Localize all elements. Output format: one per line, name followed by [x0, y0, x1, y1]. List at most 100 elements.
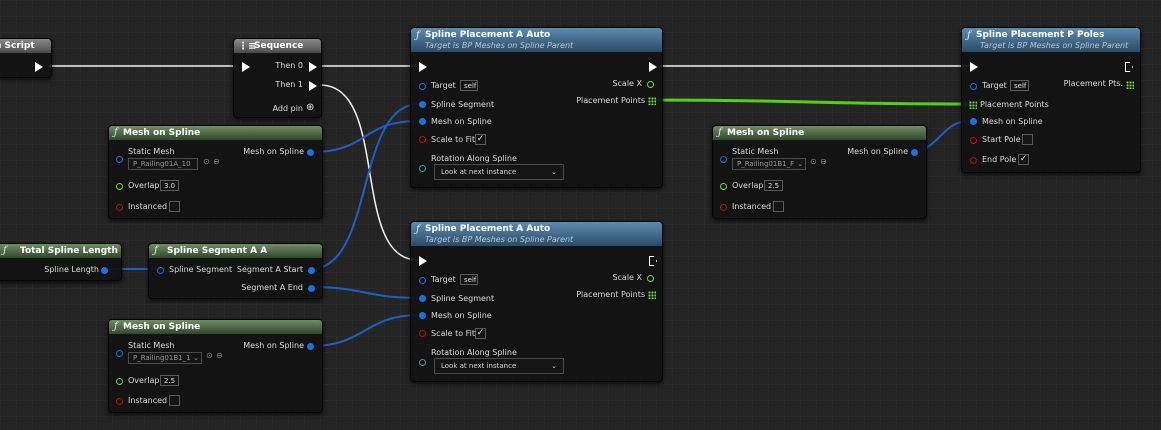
placement-1-scale-x-pin[interactable]: [647, 81, 654, 88]
sequence-add-pin-label[interactable]: Add pin: [272, 104, 303, 113]
spline-placement-poles-node[interactable]: ƒ Spline Placement P Poles Target is BP …: [961, 27, 1141, 173]
placement-1-rotation-pin[interactable]: [419, 165, 426, 172]
placement-2-header: ƒ Spline Placement A Auto Target is BP M…: [411, 222, 662, 246]
placement-2-scale-fit-pin[interactable]: [419, 330, 426, 337]
placement-2-scale-x-pin[interactable]: [647, 275, 654, 282]
mesh-a-instanced-pin[interactable]: [116, 204, 123, 211]
poles-points-in-label: Placement Points: [980, 100, 1049, 109]
mesh-a-output-label: Mesh on Spline: [243, 147, 304, 156]
placement-2-mesh-pin[interactable]: [419, 312, 426, 319]
mesh-a-output-pin[interactable]: [307, 149, 314, 156]
mesh-a-instanced-label: Instanced: [128, 202, 168, 211]
spline-placement-node-1[interactable]: ƒ Spline Placement A Auto Target is BP M…: [410, 27, 663, 188]
spline-segment-node[interactable]: ƒ Spline Segment A A Spline Segment Segm…: [148, 243, 323, 299]
placement-1-mesh-pin[interactable]: [419, 118, 426, 125]
placement-2-rotation-select[interactable]: Look at next instance⌄: [434, 358, 564, 374]
placement-1-rotation-select[interactable]: Look at next instance⌄: [434, 164, 564, 180]
sequence-then0-pin[interactable]: [309, 62, 317, 72]
placement-1-target-pin[interactable]: [419, 83, 426, 90]
placement-2-rotation-pin[interactable]: [419, 359, 426, 366]
mesh-c-output-pin[interactable]: [911, 149, 918, 156]
placement-1-exec-out-pin[interactable]: [649, 62, 657, 72]
poles-points-in-pin[interactable]: [969, 101, 977, 109]
mesh-b-static-mesh-pin[interactable]: [116, 350, 123, 357]
spline-placement-node-2[interactable]: ƒ Spline Placement A Auto Target is BP M…: [410, 221, 663, 382]
segment-start-pin[interactable]: [308, 267, 315, 274]
poles-end-pole-checkbox[interactable]: ✓: [1018, 154, 1029, 165]
mesh-b-static-mesh-select[interactable]: P_Railing01B1_1⌄: [128, 352, 202, 364]
placement-1-scale-fit-checkbox[interactable]: ✓: [475, 134, 486, 145]
placement-2-exec-out-pin[interactable]: [649, 256, 657, 266]
sequence-exec-in-pin[interactable]: [242, 62, 250, 72]
mesh-c-static-mesh-pin[interactable]: [720, 156, 727, 163]
placement-2-scale-fit-checkbox[interactable]: ✓: [475, 328, 486, 339]
segment-input-pin[interactable]: [157, 267, 164, 274]
mesh-c-clear-icon[interactable]: ⊖: [820, 157, 827, 166]
mesh-on-spline-node-a[interactable]: ƒ Mesh on Spline Static Mesh P_Railing01…: [108, 125, 323, 219]
function-icon: ƒ: [967, 30, 971, 41]
construction-script-title: n Script: [0, 41, 35, 51]
mesh-c-overlap-pin[interactable]: [720, 183, 727, 190]
mesh-b-overlap-pin[interactable]: [116, 378, 123, 385]
poles-mesh-pin[interactable]: [970, 118, 977, 125]
mesh-a-clear-icon[interactable]: ⊖: [213, 157, 220, 166]
object-wire-meshA-to-placement1: [310, 120, 420, 153]
mesh-c-overlap-input[interactable]: 2.5: [764, 180, 783, 191]
poles-end-pole-pin[interactable]: [970, 157, 977, 164]
mesh-c-static-mesh-value: P_Railing01B1_F: [737, 160, 795, 168]
mesh-b-browse-icon[interactable]: ⊙: [206, 351, 213, 360]
mesh-a-overlap-input[interactable]: 3.0: [160, 180, 179, 191]
mesh-b-instanced-checkbox[interactable]: [169, 395, 180, 406]
mesh-c-instanced-label: Instanced: [732, 202, 772, 211]
poles-start-pole-label: Start Pole: [982, 135, 1021, 144]
mesh-a-overlap-pin[interactable]: [116, 183, 123, 190]
placement-2-segment-pin[interactable]: [419, 295, 426, 302]
mesh-b-output-pin[interactable]: [307, 343, 314, 350]
placement-1-segment-pin[interactable]: [419, 101, 426, 108]
poles-start-pole-checkbox[interactable]: [1022, 134, 1033, 145]
add-pin-icon[interactable]: ⊕: [306, 102, 315, 113]
object-wire-segstart-to-placement1: [310, 103, 420, 270]
mesh-a-static-mesh-pin[interactable]: [116, 156, 123, 163]
mesh-c-instanced-pin[interactable]: [720, 204, 727, 211]
mesh-on-spline-node-b[interactable]: ƒ Mesh on Spline Static Mesh P_Railing01…: [108, 319, 323, 413]
mesh-a-static-mesh-value: P_Railing01A_10: [133, 160, 191, 168]
total-spline-length-node[interactable]: ƒ Total Spline Length Spline Length: [0, 243, 122, 281]
object-wire-meshB-to-placement2: [310, 314, 420, 347]
poles-points-out-pin[interactable]: [1126, 81, 1134, 89]
total-length-output-pin[interactable]: [101, 267, 108, 274]
mesh-c-static-mesh-select[interactable]: P_Railing01B1_F⌄: [732, 158, 806, 170]
mesh-on-spline-node-c[interactable]: ƒ Mesh on Spline Static Mesh P_Railing01…: [712, 125, 927, 219]
placement-1-target-label: Target: [431, 81, 456, 90]
placement-1-exec-in-pin[interactable]: [419, 62, 427, 72]
poles-exec-out-pin[interactable]: [1125, 62, 1133, 72]
construction-script-node[interactable]: n Script: [0, 38, 52, 78]
mesh-b-clear-icon[interactable]: ⊖: [216, 351, 223, 360]
poles-start-pole-pin[interactable]: [970, 137, 977, 144]
mesh-a-browse-icon[interactable]: ⊙: [203, 157, 210, 166]
function-icon: ƒ: [416, 30, 420, 41]
mesh-c-instanced-checkbox[interactable]: [773, 201, 784, 212]
poles-exec-in-pin[interactable]: [970, 62, 978, 72]
mesh-a-instanced-checkbox[interactable]: [169, 201, 180, 212]
sequence-then1-pin[interactable]: [309, 81, 317, 91]
function-icon: ƒ: [114, 127, 118, 138]
construction-exec-out-pin[interactable]: [35, 62, 43, 72]
placement-2-exec-in-pin[interactable]: [419, 256, 427, 266]
mesh-c-browse-icon[interactable]: ⊙: [810, 157, 817, 166]
placement-2-target-pin[interactable]: [419, 277, 426, 284]
placement-2-points-pin[interactable]: [648, 291, 656, 299]
segment-end-pin[interactable]: [308, 285, 315, 292]
mesh-b-overlap-input[interactable]: 2.5: [160, 375, 179, 386]
placement-1-header: ƒ Spline Placement A Auto Target is BP M…: [411, 28, 662, 52]
sequence-node[interactable]: ⋮≡ Sequence Then 0 Then 1 Add pin ⊕: [233, 38, 322, 118]
chevron-down-icon: ⌄: [193, 354, 199, 362]
poles-mesh-label: Mesh on Spline: [982, 117, 1043, 126]
poles-target-pin[interactable]: [970, 83, 977, 90]
placement-2-points-label: Placement Points: [576, 290, 645, 299]
mesh-a-static-mesh-select[interactable]: P_Railing01A_10: [128, 158, 198, 170]
placement-1-scale-fit-pin[interactable]: [419, 136, 426, 143]
placement-1-rotation-label: Rotation Along Spline: [431, 154, 517, 163]
mesh-b-instanced-pin[interactable]: [116, 398, 123, 405]
placement-1-points-pin[interactable]: [648, 97, 656, 105]
